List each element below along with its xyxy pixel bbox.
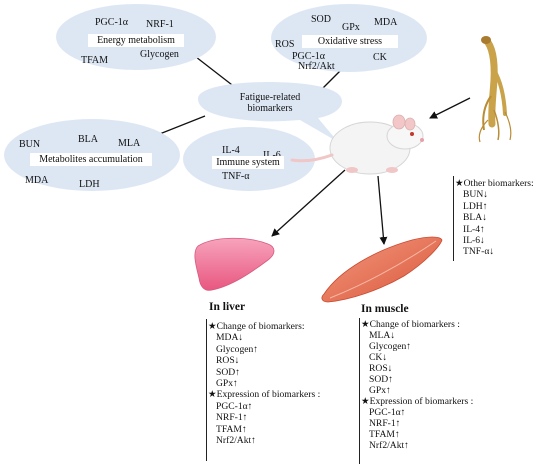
other-biomarkers-header: ★Other biomarkers: — [455, 178, 534, 189]
immune-system-title: Immune system — [212, 156, 284, 169]
arrow-rat-to-muscle — [377, 175, 388, 245]
muscle-change-item: SOD↑ — [369, 374, 393, 385]
other-biomarkers-panel: ★Other biomarkers: BUN↓ LDH↑ BLA↓ IL-4↑ … — [455, 178, 534, 258]
energy-marker-pgc1a: PGC-1α — [95, 17, 129, 28]
other-biomarker-item: IL-6↓ — [463, 235, 485, 247]
liver-expression-item: Nrf2/Akt↑ — [216, 435, 256, 447]
oxidative-marker-gpx: GPx — [342, 22, 360, 33]
liver-change-item: SOD↑ — [216, 366, 240, 378]
muscle-expression-item: NRF-1↑ — [369, 418, 401, 429]
other-biomarker-item: IL-4↑ — [463, 223, 485, 235]
oxidative-marker-pgc1a: PGC-1α — [292, 51, 326, 62]
oxidative-marker-nrf2-akt: Nrf2/Akt — [298, 61, 335, 72]
other-biomarker-item: TNF-α↓ — [463, 246, 495, 258]
metabolites-marker-bla: BLA — [78, 134, 98, 145]
metabolites-marker-bun: BUN — [19, 139, 41, 150]
energy-marker-nrf1: NRF-1 — [146, 19, 174, 30]
arrow-root-to-rat — [429, 97, 471, 119]
oxidative-marker-mda: MDA — [374, 17, 398, 28]
rat-image — [290, 114, 424, 175]
oxidative-marker-ck: CK — [373, 52, 387, 63]
ginseng-root-image — [478, 36, 512, 143]
metabolites-marker-mla: MLA — [118, 138, 141, 149]
muscle-expression-header: ★Expression of biomarkers : — [361, 396, 474, 407]
muscle-expression-item: PGC-1α↑ — [369, 407, 406, 418]
liver-expression-item: PGC-1α↑ — [216, 400, 253, 412]
fatigue-biomarkers-title: Fatigue-related biomarkers — [239, 92, 301, 114]
immune-marker-il4: IL-4 — [222, 145, 240, 156]
muscle-change-item: GPx↑ — [369, 385, 391, 396]
oxidative-marker-sod: SOD — [311, 14, 332, 25]
oxidative-marker-ros: ROS — [275, 39, 295, 50]
liver-expression-item: TFAM↑ — [216, 423, 247, 435]
liver-title: In liver — [209, 301, 246, 313]
other-biomarkers-bracket — [453, 176, 454, 261]
muscle-bracket — [359, 318, 360, 464]
connector-energy — [195, 56, 237, 89]
metabolites-marker-ldh: LDH — [79, 179, 100, 190]
muscle-title: In muscle — [361, 303, 409, 315]
liver-bracket — [206, 319, 207, 461]
bubble-fatigue-biomarkers — [198, 82, 342, 142]
muscle-expression-item: TFAM↑ — [369, 429, 400, 440]
energy-marker-tfam: TFAM — [81, 55, 109, 66]
immune-marker-il6: IL-6 — [263, 150, 281, 161]
liver-expression-item: NRF-1↑ — [216, 412, 248, 424]
muscle-biomarker-panel: ★Change of biomarkers : MLA↓ Glycogen↑ C… — [361, 319, 473, 451]
metabolites-accumulation-title: Metabolites accumulation — [30, 153, 152, 166]
muscle-image — [321, 236, 443, 303]
muscle-change-item: CK↓ — [369, 352, 388, 363]
energy-metabolism-title: Energy metabolism — [88, 34, 184, 47]
other-biomarker-item: LDH↑ — [463, 200, 488, 212]
liver-change-item: GPx↑ — [216, 378, 238, 390]
liver-change-item: MDA↓ — [216, 332, 244, 344]
other-biomarker-item: BUN↓ — [463, 189, 489, 201]
immune-marker-tnfa: TNF-α — [222, 171, 250, 182]
muscle-change-item: MLA↓ — [369, 330, 396, 341]
arrow-rat-to-liver — [271, 169, 346, 237]
muscle-change-item: ROS↓ — [369, 363, 393, 374]
liver-image — [194, 237, 275, 291]
liver-change-item: Glycogen↑ — [216, 343, 259, 355]
liver-biomarker-panel: ★Change of biomarkers: MDA↓ Glycogen↑ RO… — [208, 321, 320, 446]
muscle-change-item: Glycogen↑ — [369, 341, 412, 352]
other-biomarker-item: BLA↓ — [463, 212, 487, 224]
oxidative-stress-title: Oxidative stress — [302, 35, 398, 48]
muscle-expression-item: Nrf2/Akt↑ — [369, 440, 409, 451]
liver-change-header: ★Change of biomarkers: — [208, 321, 305, 332]
energy-marker-glycogen: Glycogen — [140, 49, 179, 60]
metabolites-marker-mda: MDA — [25, 175, 49, 186]
muscle-change-header: ★Change of biomarkers : — [361, 319, 460, 330]
liver-expression-header: ★Expression of biomarkers : — [208, 389, 321, 401]
liver-change-item: ROS↓ — [216, 355, 240, 367]
